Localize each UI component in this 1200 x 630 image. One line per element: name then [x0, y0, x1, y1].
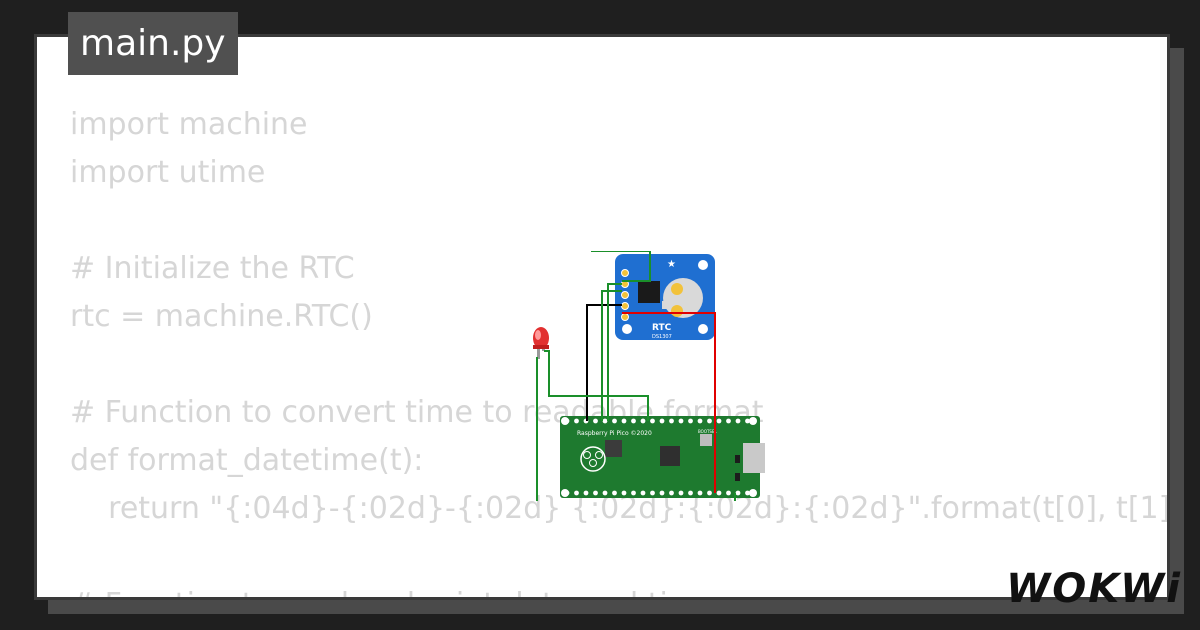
pico-pin — [640, 490, 646, 496]
pico-pin — [678, 490, 684, 496]
pico-pin — [621, 490, 627, 496]
pico-pin — [631, 418, 636, 424]
rtc-module: ★ RTC DS1307 — [615, 254, 715, 340]
code-line: # Function to convert time to readable f… — [70, 395, 764, 430]
wire-5v — [622, 312, 716, 493]
pico-pin — [716, 418, 722, 424]
code-line — [70, 533, 1167, 581]
pico-board: Raspberry Pi Pico ©2020 BOOTSEL — [560, 416, 765, 498]
pico-pin — [697, 418, 703, 424]
rtc-pin-sq — [621, 269, 629, 277]
pico-label: Raspberry Pi Pico ©2020 — [577, 430, 652, 437]
pico-pin — [697, 490, 703, 496]
pico-pin — [735, 418, 741, 424]
pico-pin — [593, 418, 598, 424]
rtc-label: RTC — [652, 323, 672, 333]
code-line: # Initialize the RTC — [70, 251, 355, 286]
pico-pin — [707, 490, 712, 496]
code-line: def format_datetime(t): — [70, 443, 424, 478]
pico-pin — [583, 490, 589, 496]
circuit-diagram: ★ RTC DS1307 — [533, 251, 765, 501]
svg-text:★: ★ — [667, 259, 676, 270]
preview-card: import machine import utime # Initialize… — [34, 34, 1170, 600]
pico-pin — [669, 418, 674, 424]
pico-pin — [631, 490, 636, 496]
code-line — [70, 197, 1167, 245]
code-line: # Function to read and print date and ti… — [70, 581, 1167, 597]
pico-pin — [716, 490, 722, 496]
led — [533, 327, 549, 359]
wire-gnd — [586, 304, 622, 421]
rtc-chip-label: DS1307 — [652, 334, 672, 340]
rtc-pin-gnd — [621, 313, 629, 321]
pico-pin — [726, 490, 731, 496]
code-line: import machine — [70, 107, 308, 142]
wires — [536, 251, 736, 501]
raspberry-logo-icon — [580, 446, 606, 472]
pico-pin — [650, 418, 655, 424]
pico-pin — [659, 490, 665, 496]
rtc-pin-sda — [621, 291, 629, 299]
pico-pin — [650, 490, 655, 496]
wokwi-logo: WOKWi — [1006, 566, 1182, 612]
pico-pin — [688, 490, 693, 496]
pico-pin — [678, 418, 684, 424]
pico-pin — [593, 490, 598, 496]
pico-pin — [640, 418, 646, 424]
code-line: rtc = machine.RTC() — [70, 299, 373, 334]
pico-pin — [612, 418, 617, 424]
pico-pin — [602, 490, 608, 496]
wire-scl — [607, 283, 622, 421]
pico-pin — [745, 490, 750, 496]
file-tab[interactable]: main.py — [68, 12, 238, 75]
wire-sq — [591, 251, 651, 282]
pico-pin — [707, 418, 712, 424]
wire-sda — [601, 290, 622, 421]
pico-pin — [602, 418, 608, 424]
pico-pin — [574, 490, 579, 496]
pico-pin — [564, 490, 570, 496]
code-line: import utime — [70, 155, 266, 190]
pico-pin — [726, 418, 731, 424]
pico-pin — [564, 418, 570, 424]
pico-pin — [659, 418, 665, 424]
rtc-pin-5v — [621, 302, 629, 310]
pico-pin — [669, 490, 674, 496]
pico-pin — [688, 418, 693, 424]
wire-led-anode — [544, 350, 649, 421]
pico-pin — [745, 418, 750, 424]
bootsel-label: BOOTSEL — [698, 429, 717, 434]
pico-pin — [621, 418, 627, 424]
pico-pin — [735, 490, 741, 496]
wire-led-cathode — [536, 357, 736, 501]
code-preview: import machine import utime # Initialize… — [70, 101, 1167, 597]
pico-pin — [574, 418, 579, 424]
pico-pin — [612, 490, 617, 496]
